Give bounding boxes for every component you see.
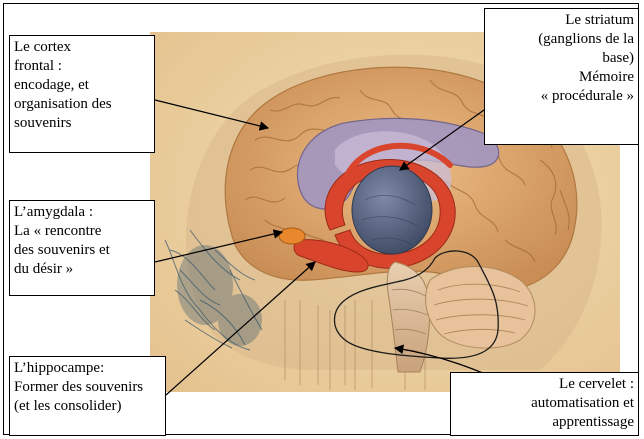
label-hippocampus: L’hippocampe: Former des souvenirs (et l…	[9, 356, 166, 436]
label-amygdala-line-1: L’amygdala :	[14, 203, 150, 222]
label-cortex-line-3: encodage, et	[14, 76, 150, 95]
label-striatum-line-2: (ganglions de la	[489, 30, 634, 49]
label-hippocampus-line-2: Former des souvenirs	[14, 378, 161, 397]
thalamus-shape	[352, 166, 432, 254]
label-striatum: Le striatum (ganglions de la base) Mémoi…	[484, 8, 639, 145]
label-hippocampus-line-3: (et les consolider)	[14, 397, 161, 416]
label-cortex-line-5: souvenirs	[14, 114, 150, 133]
label-cortex-line-1: Le cortex	[14, 38, 150, 57]
label-cortex-frontal: Le cortex frontal : encodage, et organis…	[9, 35, 155, 153]
label-cerebellum-line-2: automatisation et	[455, 394, 634, 413]
label-hippocampus-line-1: L’hippocampe:	[14, 359, 161, 378]
label-amygdala-line-3: des souvenirs et	[14, 241, 150, 260]
label-cerebellum-line-1: Le cervelet :	[455, 375, 634, 394]
label-striatum-line-5: « procédurale »	[489, 87, 634, 106]
label-amygdala: L’amygdala : La « rencontre des souvenir…	[9, 200, 155, 296]
cerebellum-shape	[426, 267, 535, 349]
amygdala-shape	[279, 228, 305, 244]
label-cortex-line-4: organisation des	[14, 95, 150, 114]
label-cortex-line-2: frontal :	[14, 57, 150, 76]
label-striatum-line-3: base)	[489, 49, 634, 68]
label-amygdala-line-2: La « rencontre	[14, 222, 150, 241]
label-amygdala-line-4: du désir »	[14, 260, 150, 279]
label-striatum-line-4: Mémoire	[489, 68, 634, 87]
label-striatum-line-1: Le striatum	[489, 11, 634, 30]
label-cerebellum-line-3: apprentissage	[455, 413, 634, 432]
label-cerebellum: Le cervelet : automatisation et apprenti…	[450, 372, 639, 436]
